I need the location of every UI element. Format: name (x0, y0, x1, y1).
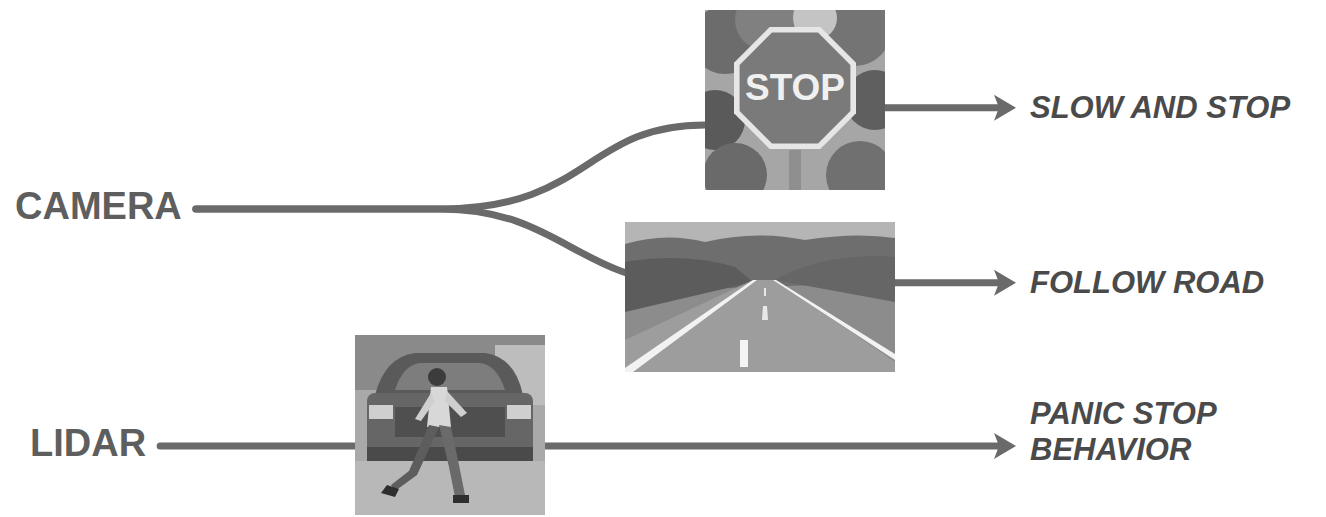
node-text: FOLLOW ROAD (1030, 265, 1264, 301)
behavior-label: PANIC STOP BEHAVIOR (1030, 396, 1240, 467)
arrow-head (994, 270, 1016, 296)
sensor-label: CAMERA (15, 186, 182, 228)
connector-arrow (885, 95, 1016, 121)
node-text: PANIC STOP BEHAVIOR (1030, 396, 1240, 467)
connector-line (885, 104, 998, 111)
sign-text: STOP (705, 67, 885, 109)
connector-line (196, 125, 705, 209)
connector-arrow (196, 125, 705, 209)
behavior-label: FOLLOW ROAD (1030, 265, 1264, 301)
node-text: SLOW AND STOP (1030, 90, 1290, 126)
road-photo (625, 222, 895, 372)
connector-arrow (160, 433, 1016, 459)
node-text: CAMERA (15, 186, 182, 228)
arrow-head (994, 433, 1016, 459)
arrow-head (994, 95, 1016, 121)
connector-line (160, 442, 998, 449)
stop-sign-photo: STOP (705, 10, 885, 190)
pedestrian-photo (355, 335, 545, 515)
node-text: LIDAR (30, 423, 146, 465)
sensor-label: LIDAR (30, 423, 146, 465)
behavior-label: SLOW AND STOP (1030, 90, 1290, 126)
